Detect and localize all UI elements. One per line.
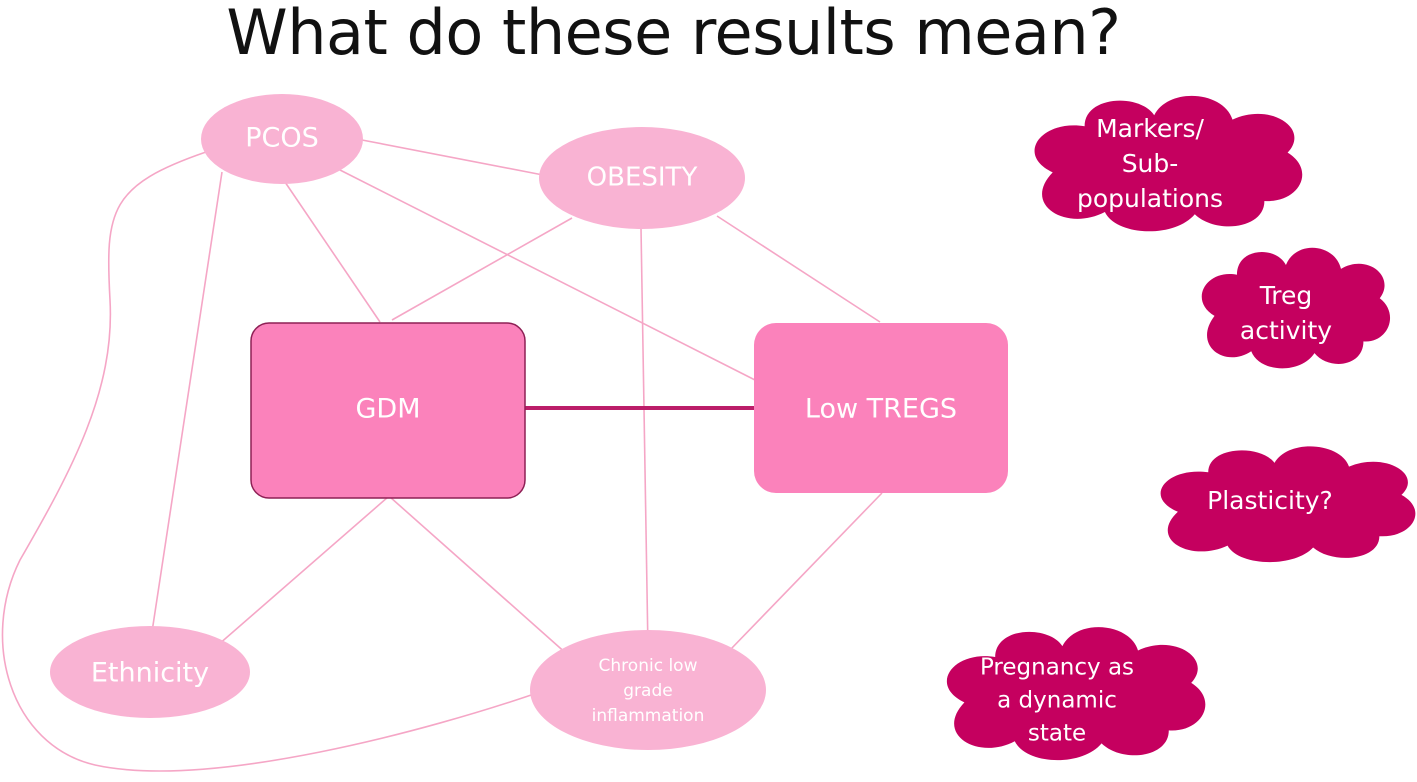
link-pcos-ethnicity (149, 171, 223, 646)
cloud-markers-line-2: Sub- (1122, 149, 1179, 178)
node-pcos: PCOS (201, 94, 363, 184)
link-pcos-inflammation-loop (1, 151, 541, 772)
cloud-pregnancy: Pregnancy as a dynamic state (946, 627, 1206, 761)
node-gdm: GDM (250, 322, 526, 499)
node-inflammation-line-2: grade (623, 681, 672, 701)
node-inflammation: Chronic low grade inflammation (530, 630, 766, 750)
node-pcos-label: PCOS (245, 123, 319, 154)
cloud-treg-activity-line-1: Treg (1259, 281, 1313, 310)
cloud-markers-line-3: populations (1077, 184, 1223, 213)
node-low-tregs: Low TREGS (754, 323, 1008, 493)
node-inflammation-line-3: inflammation (592, 706, 705, 726)
node-low-tregs-label: Low TREGS (805, 394, 957, 425)
link-pcos-low-tregs (339, 169, 756, 381)
link-low-tregs-inflammation (729, 492, 883, 651)
node-obesity: OBESITY (539, 127, 745, 229)
cloud-markers-line-1: Markers/ (1096, 114, 1204, 143)
cloud-plasticity: Plasticity? (1160, 446, 1416, 563)
node-ethnicity-label: Ethnicity (91, 658, 209, 689)
cloud-pregnancy-line-3: state (1028, 721, 1086, 747)
link-pcos-obesity (361, 139, 544, 176)
cloud-treg-activity-line-2: activity (1240, 316, 1332, 345)
connector-lines (1, 139, 883, 772)
link-obesity-gdm (391, 217, 573, 321)
slide-title: What do these results mean? (226, 0, 1121, 69)
link-obesity-inflammation (640, 227, 649, 651)
node-obesity-label: OBESITY (587, 163, 698, 193)
link-pcos-gdm (284, 181, 381, 323)
cloud-plasticity-line-1: Plasticity? (1207, 486, 1333, 515)
link-gdm-inflammation (389, 496, 569, 656)
node-ethnicity: Ethnicity (50, 626, 250, 718)
link-gdm-ethnicity (217, 496, 389, 646)
cloud-treg-activity: Treg activity (1201, 247, 1391, 369)
cloud-pregnancy-line-1: Pregnancy as (980, 655, 1134, 681)
node-gdm-label: GDM (355, 394, 420, 425)
node-inflammation-line-1: Chronic low (599, 656, 698, 676)
cloud-pregnancy-line-2: a dynamic (997, 688, 1117, 714)
cloud-markers: Markers/ Sub- populations (1034, 95, 1303, 232)
link-obesity-low-tregs (716, 215, 881, 323)
